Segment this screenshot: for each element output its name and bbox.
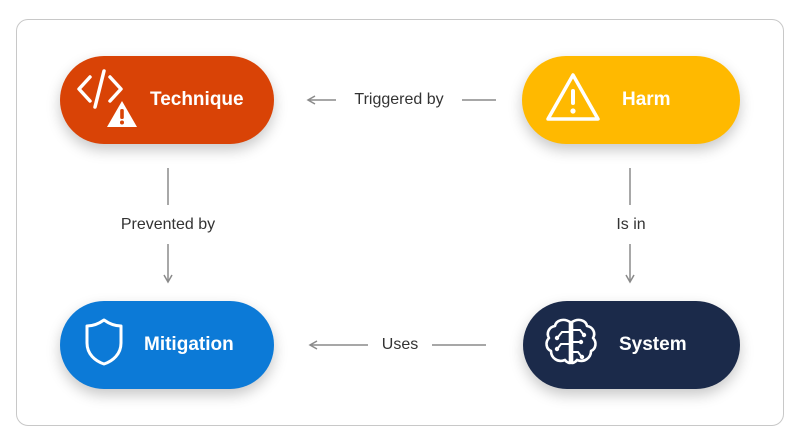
harm-label: Harm — [622, 89, 671, 110]
technique-label: Technique — [150, 89, 244, 110]
shield-icon — [84, 317, 124, 373]
system-label: System — [619, 334, 687, 355]
edge-label-prevented-by: Prevented by — [120, 216, 216, 233]
warning-triangle-icon — [544, 71, 602, 129]
harm-node: Harm — [522, 56, 740, 144]
technique-node: Technique — [60, 56, 274, 144]
edge-label-triggered-by: Triggered by — [354, 91, 444, 108]
system-node: System — [523, 301, 740, 389]
mitigation-node: Mitigation — [60, 301, 274, 389]
edge-label-is-in: Is in — [616, 216, 646, 233]
mitigation-label: Mitigation — [144, 334, 234, 355]
edge-label-uses: Uses — [381, 336, 419, 353]
code-warning-icon — [76, 65, 138, 135]
brain-circuit-icon — [543, 316, 599, 374]
